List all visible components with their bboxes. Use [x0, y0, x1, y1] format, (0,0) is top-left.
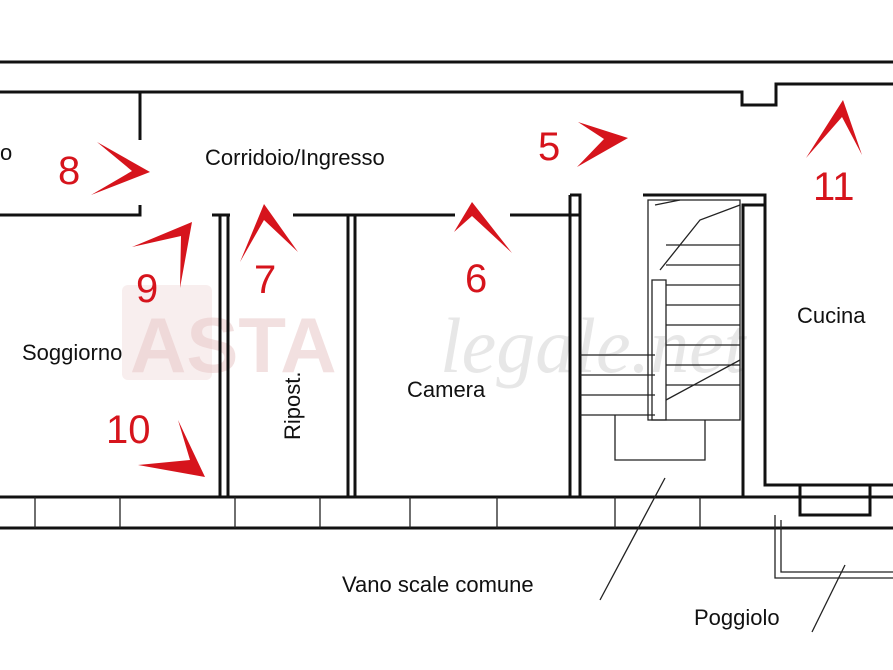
- label-corridor: Corridoio/Ingresso: [205, 145, 385, 170]
- arrow-icon: [132, 222, 192, 288]
- arrow-icon: [806, 100, 862, 158]
- photo-number-9: 9: [136, 267, 158, 311]
- arrow-icon: [91, 142, 150, 195]
- photo-markers: 5 6 7 8 9 10 11: [58, 100, 862, 477]
- photo-number-10: 10: [106, 408, 151, 452]
- label-bedroom: Camera: [407, 377, 486, 402]
- label-stairwell: Vano scale comune: [342, 572, 534, 597]
- walls: [0, 60, 893, 633]
- arrow-icon: [138, 420, 205, 477]
- label-left-fragment: o: [0, 140, 12, 165]
- watermark-brand: ASTA: [130, 301, 337, 389]
- label-kitchen: Cucina: [797, 303, 866, 328]
- room-labels: Corridoio/Ingresso o Soggiorno Camera Cu…: [0, 140, 866, 630]
- photo-number-11: 11: [813, 165, 855, 209]
- label-balcony: Poggiolo: [694, 605, 780, 630]
- label-storage: Ripost.: [280, 372, 305, 440]
- arrow-icon: [240, 204, 298, 262]
- photo-number-7: 7: [254, 258, 276, 302]
- watermark: ASTA legale.net: [122, 285, 748, 389]
- arrow-icon: [577, 122, 628, 167]
- arrow-icon: [454, 202, 512, 253]
- label-living: Soggiorno: [22, 340, 122, 365]
- watermark-logo-box: [122, 285, 212, 380]
- photo-number-5: 5: [538, 125, 560, 169]
- photo-number-6: 6: [465, 257, 487, 301]
- photo-number-8: 8: [58, 149, 80, 193]
